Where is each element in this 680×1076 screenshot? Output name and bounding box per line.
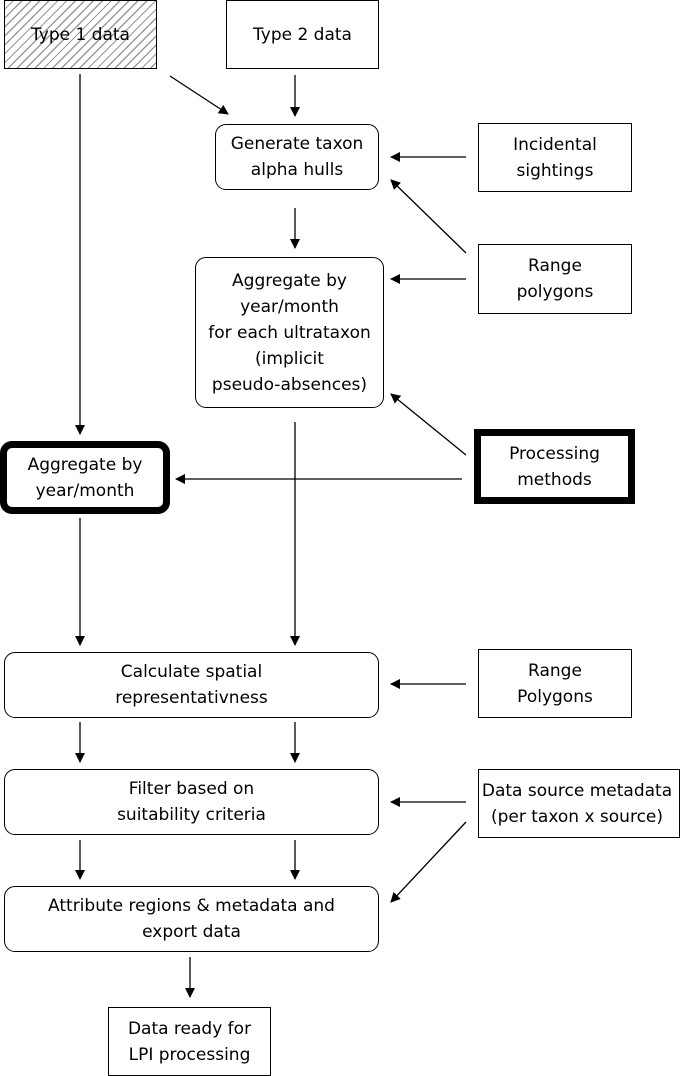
data-ready-label: Data ready for LPI processing (127, 1018, 252, 1065)
arrow-processing-to-ultrataxon (390, 393, 467, 456)
type1-data-node: Type 1 data (4, 0, 157, 69)
range-polygons-label: Range polygons (516, 256, 594, 302)
arrow-range-to-alpha-hulls (390, 179, 467, 254)
data-source-metadata-node: Data source metadata (per taxon x source… (478, 769, 680, 838)
aggregate-ultrataxon-node: Aggregate by year/month for each ultrata… (195, 257, 384, 408)
generate-alpha-hulls-node: Generate taxon alpha hulls (215, 124, 379, 190)
processing-methods-label: Processing methods (509, 443, 600, 490)
type2-data-label: Type 2 data (253, 24, 352, 45)
range-polygons-node: Range polygons (478, 244, 632, 314)
arrow-metadata-to-attribute (390, 821, 467, 903)
incidental-sightings-node: Incidental sightings (478, 123, 632, 192)
data-source-metadata-label: Data source metadata (per taxon x source… (481, 780, 673, 827)
arrow-type1-to-alpha-hulls (169, 75, 229, 115)
attribute-export-label: Attribute regions & metadata and export … (48, 896, 335, 942)
type2-data-node: Type 2 data (226, 0, 379, 69)
range-polygons-2-node: Range Polygons (478, 649, 632, 718)
type1-data-label: Type 1 data (31, 24, 130, 45)
generate-alpha-hulls-label: Generate taxon alpha hulls (230, 134, 364, 180)
aggregate-year-month-label: Aggregate by year/month (27, 454, 143, 501)
range-polygons-2-label: Range Polygons (517, 660, 593, 707)
incidental-sightings-label: Incidental sightings (513, 134, 597, 181)
data-ready-node: Data ready for LPI processing (108, 1007, 271, 1076)
calculate-spatial-label: Calculate spatial representativness (115, 662, 268, 708)
filter-suitability-label: Filter based on suitability criteria (117, 779, 266, 825)
aggregate-year-month-node: Aggregate by year/month (0, 441, 170, 514)
filter-suitability-node: Filter based on suitability criteria (4, 769, 379, 835)
processing-methods-node: Processing methods (474, 429, 635, 504)
aggregate-ultrataxon-label: Aggregate by year/month for each ultrata… (208, 270, 371, 395)
calculate-spatial-node: Calculate spatial representativness (4, 652, 379, 718)
attribute-export-node: Attribute regions & metadata and export … (4, 886, 379, 952)
